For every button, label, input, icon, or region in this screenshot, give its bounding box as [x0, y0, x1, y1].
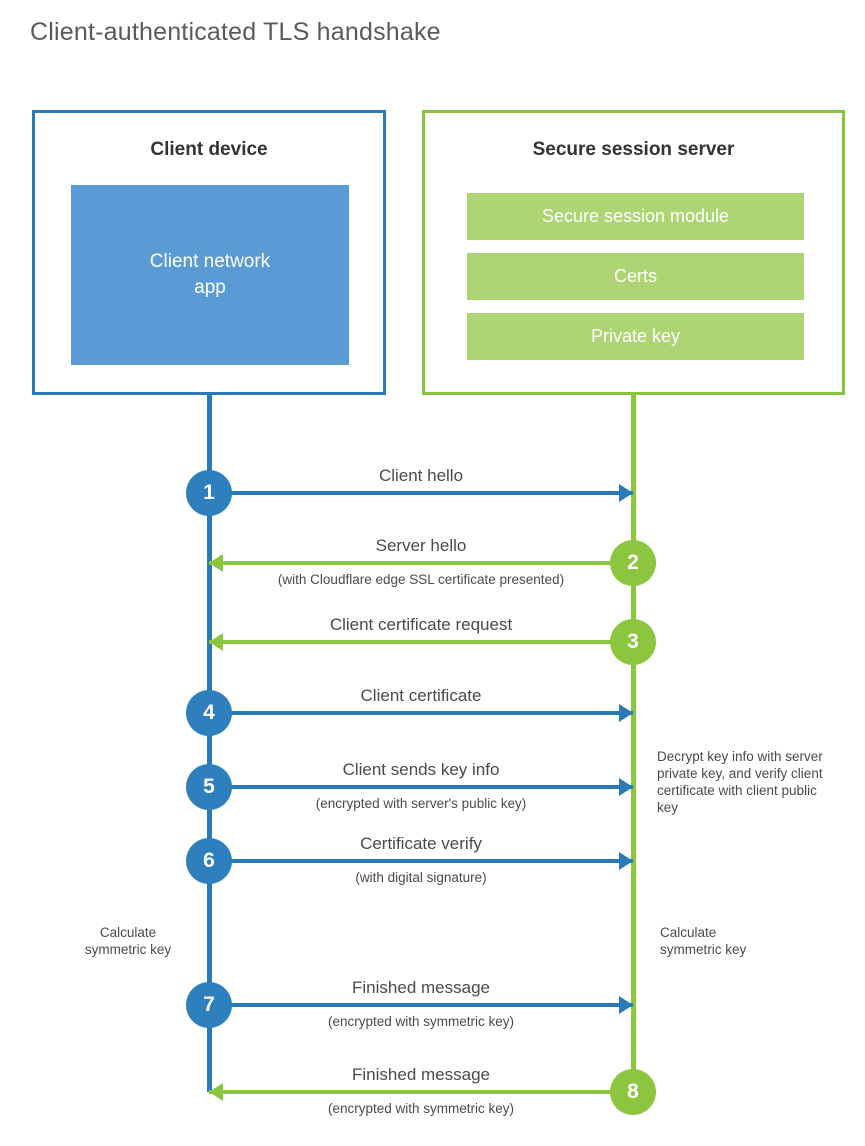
arrow-line-1	[209, 491, 633, 495]
arrow-head-8	[209, 1083, 223, 1101]
server-component-private-key: Private key	[467, 313, 804, 360]
step-circle-7[interactable]: 7	[186, 982, 232, 1028]
arrow-head-5	[619, 778, 633, 796]
message-sublabel-2: (with Cloudflare edge SSL certificate pr…	[277, 572, 565, 587]
step-circle-8[interactable]: 8	[610, 1069, 656, 1115]
message-sublabel-6: (with digital signature)	[355, 870, 487, 885]
arrow-head-6	[619, 852, 633, 870]
step-circle-5[interactable]: 5	[186, 764, 232, 810]
arrow-head-4	[619, 704, 633, 722]
message-label-3: Client certificate request	[329, 615, 513, 634]
secure-session-server-title: Secure session server	[532, 139, 735, 160]
message-label-2: Server hello	[375, 536, 467, 555]
page-title: Client-authenticated TLS handshake	[30, 18, 441, 46]
message-label-5: Client sends key info	[342, 760, 500, 779]
arrow-head-1	[619, 484, 633, 502]
arrow-head-7	[619, 996, 633, 1014]
arrow-line-2	[209, 561, 633, 565]
message-sublabel-5: (encrypted with server's public key)	[315, 796, 527, 811]
step-circle-3[interactable]: 3	[610, 619, 656, 665]
step-circle-4[interactable]: 4	[186, 690, 232, 736]
note-decrypt-key-info: Decrypt key info with server private key…	[657, 749, 823, 815]
arrow-head-2	[209, 554, 223, 572]
arrow-line-6	[209, 859, 633, 863]
secure-session-server-box: Secure session server Secure session mod…	[422, 110, 845, 395]
message-sublabel-7: (encrypted with symmetric key)	[327, 1014, 515, 1029]
arrow-line-3	[209, 640, 633, 644]
client-lifeline	[207, 395, 212, 1092]
server-lifeline	[631, 395, 636, 1092]
step-circle-6[interactable]: 6	[186, 838, 232, 884]
step-circle-2[interactable]: 2	[610, 540, 656, 586]
arrow-line-8	[209, 1090, 633, 1094]
arrow-line-5	[209, 785, 633, 789]
client-device-title: Client device	[150, 139, 268, 160]
arrow-line-4	[209, 711, 633, 715]
message-label-4: Client certificate	[360, 686, 482, 705]
step-circle-1[interactable]: 1	[186, 470, 232, 516]
message-label-7: Finished message	[352, 978, 490, 997]
arrow-head-3	[209, 633, 223, 651]
arrow-line-7	[209, 1003, 633, 1007]
server-component-secure-session-module: Secure session module	[467, 193, 804, 240]
message-sublabel-8: (encrypted with symmetric key)	[327, 1101, 515, 1116]
server-component-certs: Certs	[467, 253, 804, 300]
message-label-1: Client hello	[378, 466, 464, 485]
message-label-8: Finished message	[352, 1065, 490, 1084]
message-label-6: Certificate verify	[360, 834, 482, 853]
